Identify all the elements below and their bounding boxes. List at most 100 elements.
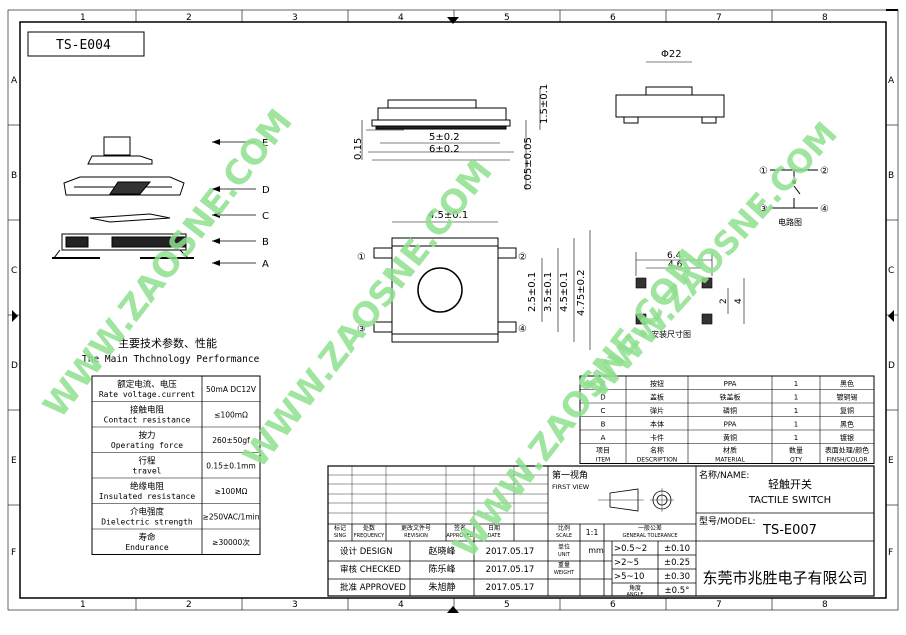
drawing-no: TS-E004 <box>56 38 111 53</box>
bom-cell: 黄铜 <box>723 433 737 442</box>
perf-param-cn: 绝缘电阻 <box>130 481 165 492</box>
perf-param-en: Rate voltage.current <box>99 390 196 399</box>
zone-col-bottom: 1 <box>80 600 86 610</box>
zone-col-bottom: 6 <box>610 600 616 610</box>
bom-header-cn: 数量 <box>789 446 803 455</box>
leader-arrow <box>212 260 220 266</box>
bom-cell: A <box>601 434 606 442</box>
zone-row-left: C <box>11 266 17 276</box>
perf-param-en: travel <box>133 467 162 476</box>
zone-row-right: E <box>888 456 894 466</box>
tb-scale: 1:1 <box>586 528 599 537</box>
tb-model: TS-E007 <box>762 523 817 538</box>
dim-1-5: 1.5±0.1 <box>539 84 550 124</box>
plan-pin-4: ④ <box>518 324 527 335</box>
bom-header-en: QTY <box>790 457 802 464</box>
tb-angle-cn: 角度 <box>629 584 641 592</box>
tb-hdr-sign-en: APPROVED <box>446 533 473 539</box>
tb-first-view-cn: 第一视角 <box>552 469 588 481</box>
perf-frame <box>91 375 261 555</box>
perf-param-cn: 接触电阻 <box>130 405 165 416</box>
bom-cell: PPA <box>724 421 737 429</box>
zone-row-right: B <box>888 171 894 181</box>
bom-cell: 镀银 <box>840 433 854 442</box>
circuit-caption: 电路图 <box>778 217 802 227</box>
bom-cell: 弹片 <box>650 406 664 415</box>
tb-hdr-sign-cn: 签名 <box>454 524 466 532</box>
bom-cell: 卡件 <box>650 433 664 442</box>
zone-row-right: A <box>888 76 895 86</box>
bom-cell: 1 <box>794 407 798 415</box>
tb-tol-value: ±0.25 <box>664 558 690 568</box>
zone-row-left: A <box>11 76 18 86</box>
pad-layout <box>635 252 745 325</box>
perf-value: 0.15±0.1mm <box>206 462 256 471</box>
tb-tol-cn: 一般公差 <box>638 524 662 532</box>
tb-company: 东莞市兆胜电子有限公司 <box>702 569 867 587</box>
perf-value: ≤100mΩ <box>214 411 248 420</box>
part-label-C: C <box>262 211 269 222</box>
tb-tol-value: ±0.30 <box>664 572 690 582</box>
zone-col-bottom: 7 <box>716 600 722 610</box>
zone-col-top: 2 <box>186 13 192 23</box>
circuit-pin-3: ③ <box>759 204 768 215</box>
perf-param-cn: 额定电流、电压 <box>117 379 177 390</box>
perf-param-en: Insulated resistance <box>99 492 196 501</box>
zone-col-top: 5 <box>504 13 510 23</box>
dim-0-05: 0.05±0.05 <box>523 137 534 190</box>
bom-cell: 1 <box>794 394 798 402</box>
perf-value: ≥100MΩ <box>215 487 248 496</box>
tb-hdr-date-cn: 日期 <box>488 524 500 532</box>
bom-header-en: ITEM <box>596 457 610 464</box>
zone-grid <box>8 10 898 610</box>
dim-4-5-top: 4.5±0.1 <box>428 210 468 221</box>
perf-param-cn: 介电强度 <box>130 507 165 518</box>
zone-col-top: 6 <box>610 13 616 23</box>
dim-pad-4: 4 <box>734 298 744 304</box>
bom-cell: 黑色 <box>840 420 854 429</box>
zone-col-top: 1 <box>80 13 86 23</box>
tb-weight-cn: 重量 <box>558 561 570 569</box>
part-label-A: A <box>262 259 269 270</box>
dim-2-5: 2.5±0.1 <box>527 272 538 312</box>
zone-col-bottom: 4 <box>398 600 404 610</box>
circuit-diagram <box>770 169 818 209</box>
bom-cell: 铁盖板 <box>720 393 741 402</box>
tb-name-en: TACTILE SWITCH <box>748 495 831 506</box>
title-block <box>327 465 875 597</box>
perf-title-en: The Main Thchnology Performance <box>82 354 260 365</box>
dim-0-15: 0.15 <box>353 138 364 160</box>
zone-row-left: E <box>11 456 17 466</box>
plan-pin-1: ① <box>357 252 366 263</box>
bom-cell: 黑色 <box>840 379 854 388</box>
dim-6: 6±0.2 <box>429 144 460 155</box>
bom-header-cn: 材质 <box>723 446 737 455</box>
tb-hdr-qty-en: FREQUENCY <box>354 533 385 539</box>
dim-d22: Φ22 <box>661 49 682 60</box>
perf-value: ≥30000次 <box>212 537 250 547</box>
tb-role: 批准 APPROVED <box>340 582 406 593</box>
bom-cell: PPA <box>724 380 737 388</box>
tb-unit: mm <box>588 546 604 555</box>
leader-arrow <box>212 212 220 218</box>
perf-title-cn: 主要技术参数、性能 <box>118 336 217 350</box>
tb-unit-cn: 单位 <box>558 543 570 551</box>
part-label-B: B <box>262 237 269 248</box>
zone-col-bottom: 3 <box>292 600 298 610</box>
plan-pin-2: ② <box>518 252 527 263</box>
tb-tol-range: >0.5~2 <box>614 544 647 554</box>
perf-param-cn: 寿命 <box>138 532 156 543</box>
tb-hdr-doc-cn: 更改文件号 <box>401 524 431 532</box>
tb-date: 2017.05.17 <box>486 583 535 593</box>
tb-tol-range: >2~5 <box>614 558 639 568</box>
tb-hdr-qty-cn: 处数 <box>363 524 375 532</box>
center-arrow-left <box>12 310 18 322</box>
bom-cell: 盖板 <box>650 393 664 402</box>
tb-role: 设计 DESIGN <box>340 546 392 557</box>
zone-col-bottom: 5 <box>504 600 510 610</box>
tb-weight-en: WEIGHT <box>554 570 575 576</box>
bom-cell: 镀铜锡 <box>837 393 858 402</box>
